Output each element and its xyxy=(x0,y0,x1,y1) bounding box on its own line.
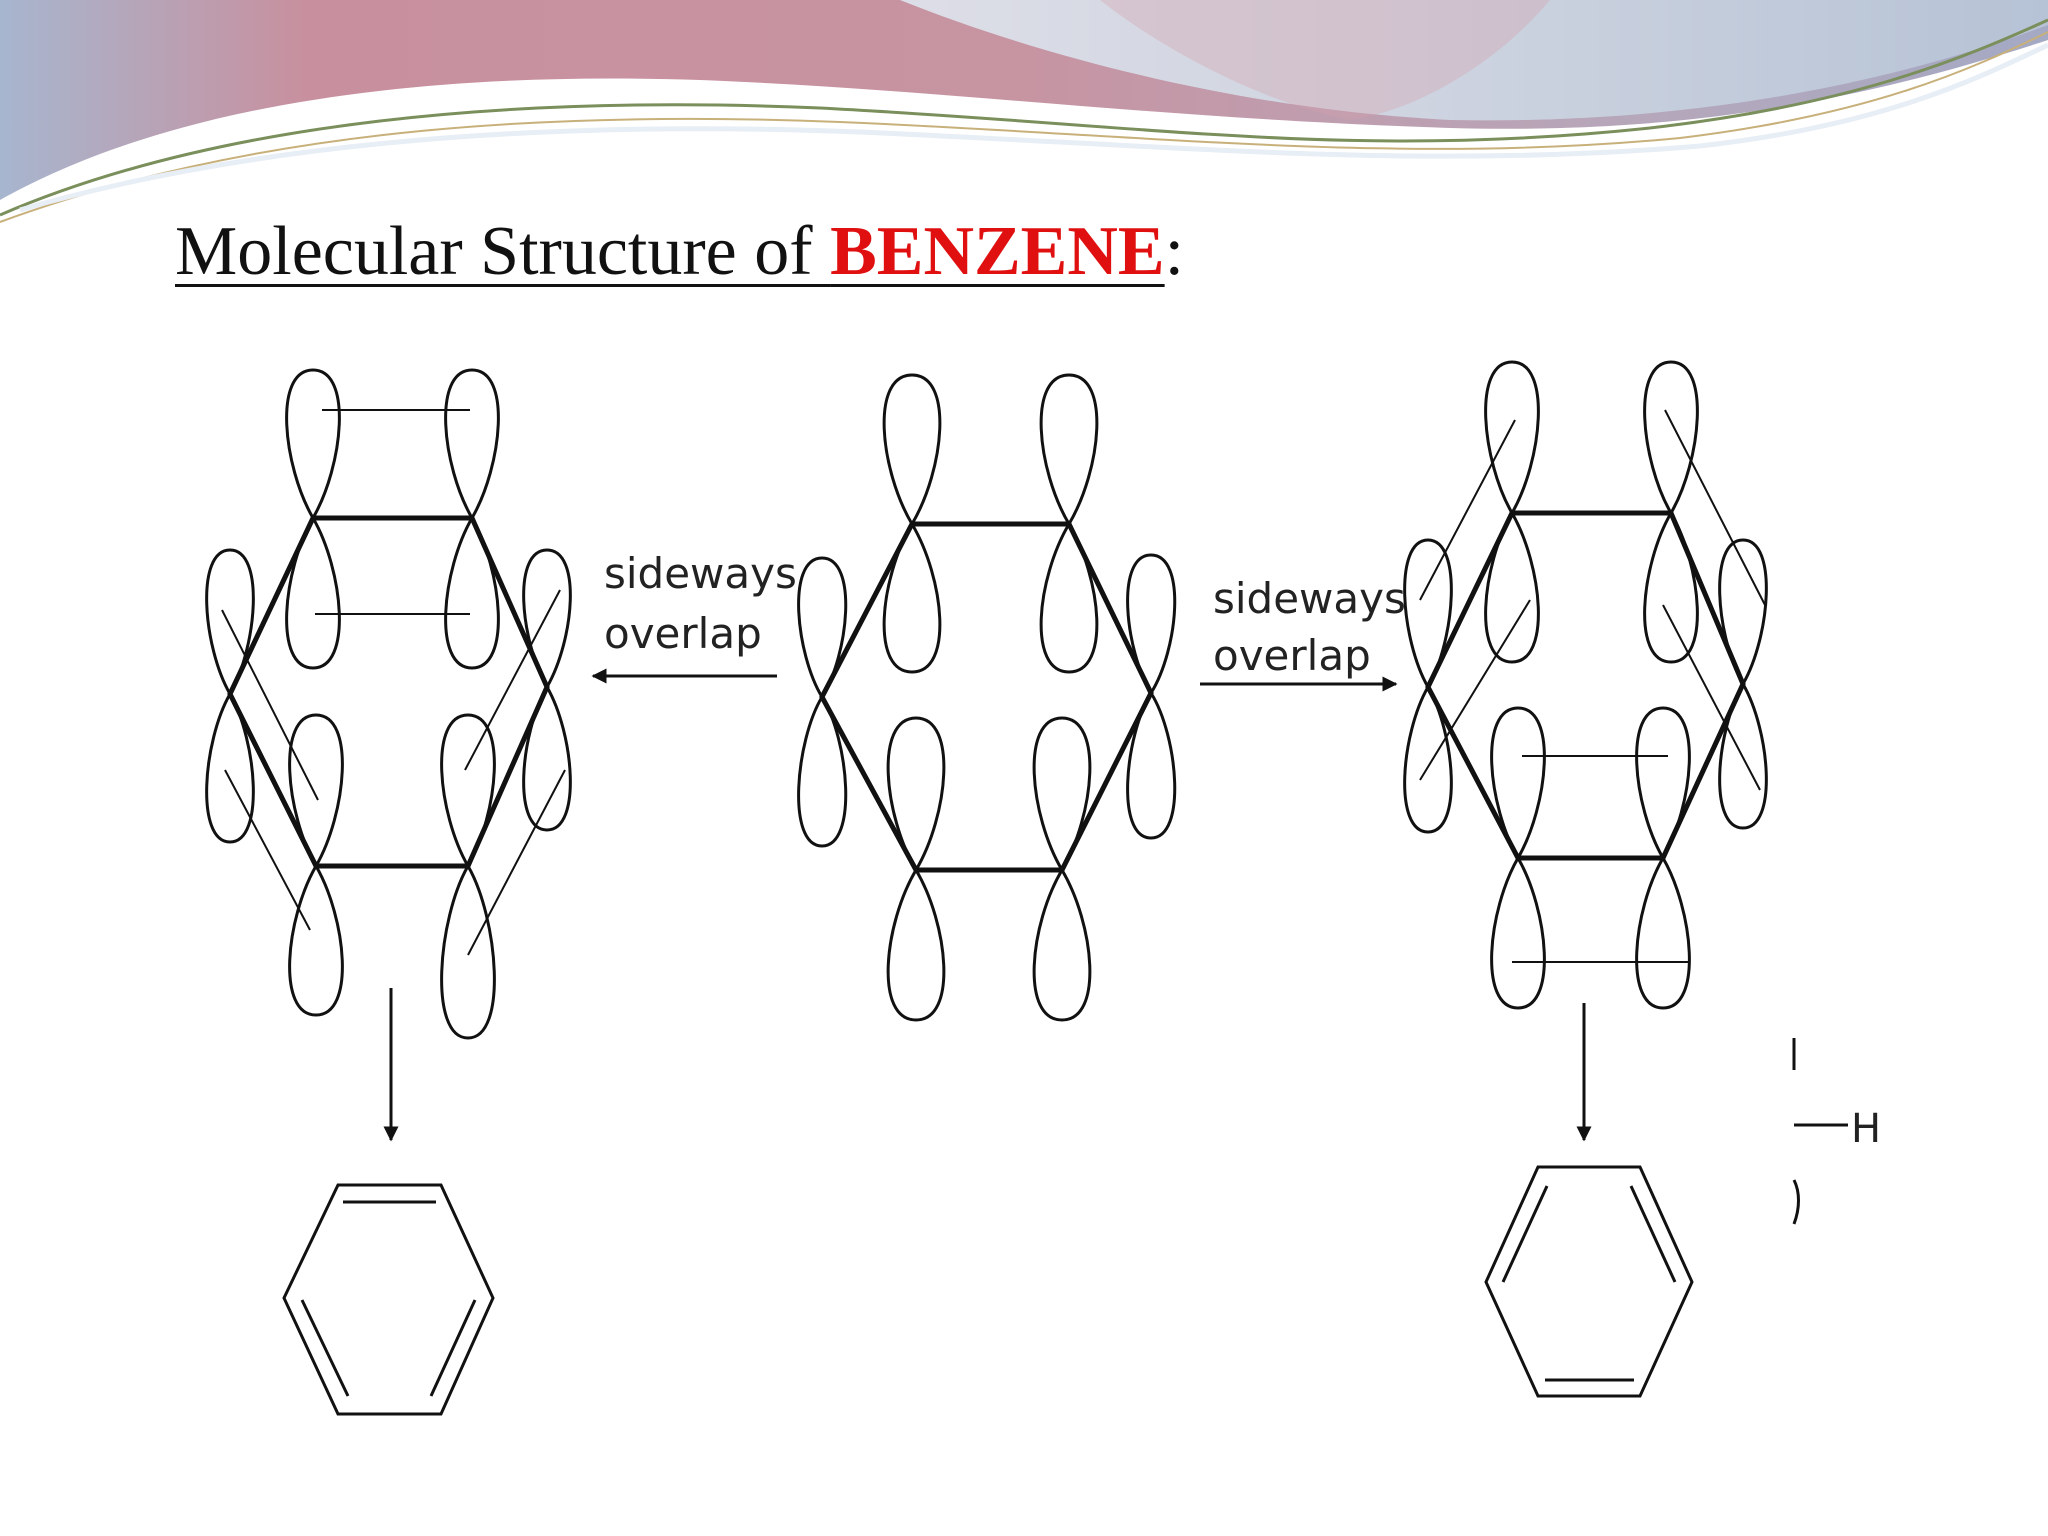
arrows xyxy=(383,668,1592,1142)
kekule-structure-right xyxy=(1484,1165,1694,1398)
decorative-banner xyxy=(0,0,2048,223)
right-orbital-structure xyxy=(1403,360,1768,1010)
right-label-line1: sideways xyxy=(1213,574,1406,623)
kekule-structure-left xyxy=(282,1183,495,1416)
left-label-line1: sideways xyxy=(604,549,797,598)
center-sigma-ring xyxy=(819,521,1154,873)
atom-h-label: H xyxy=(1851,1106,1881,1152)
left-sigma-ring xyxy=(227,515,550,869)
right-sigma-ring xyxy=(1425,510,1746,861)
slide-title: Molecular Structure of BENZENE: xyxy=(175,212,1184,292)
cropped-fragment xyxy=(1792,1038,1848,1225)
right-label-line2: overlap xyxy=(1213,631,1371,680)
center-orbital-structure xyxy=(797,373,1177,1022)
left-label-line2: overlap xyxy=(604,609,762,658)
left-orbital-structure xyxy=(205,368,572,1040)
title-prefix: Molecular Structure of xyxy=(175,213,831,290)
title-suffix: : xyxy=(1164,213,1185,290)
title-highlight: BENZENE xyxy=(830,213,1165,290)
